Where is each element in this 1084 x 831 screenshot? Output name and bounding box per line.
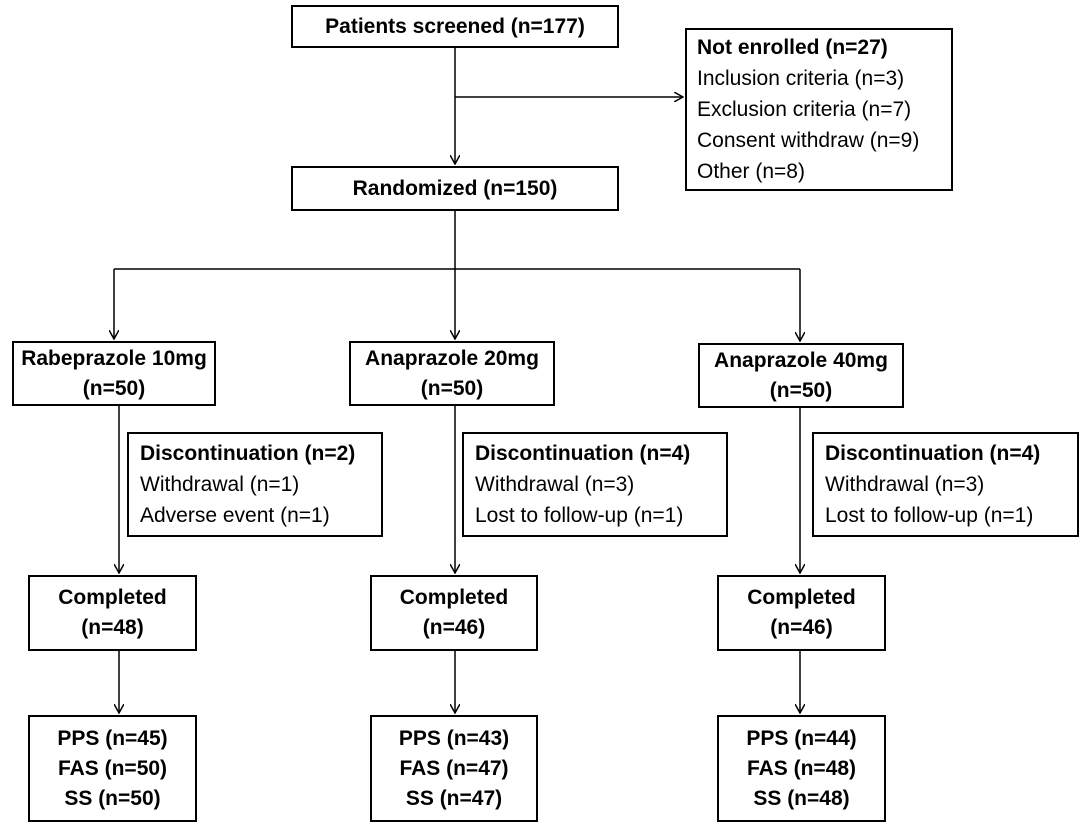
analysis-set: SS (n=50)	[64, 786, 161, 810]
randomized-box: Randomized (n=150)	[291, 166, 619, 211]
discontinuation-title: Discontinuation (n=4)	[825, 442, 1041, 465]
analysis-set: PPS (n=43)	[398, 726, 510, 750]
discontinuation-title: Discontinuation (n=4)	[475, 442, 691, 465]
completed-n: (n=46)	[770, 616, 833, 639]
discontinuation-reason: Lost to follow-up (n=1)	[475, 504, 684, 527]
analysis-set: PPS (n=44)	[746, 726, 857, 750]
discontinuation-reason: Withdrawal (n=3)	[825, 473, 985, 496]
not-enrolled-title: Not enrolled (n=27)	[697, 36, 888, 59]
arm-name: Rabeprazole 10mg	[21, 346, 207, 370]
arm-name: Anaprazole 20mg	[365, 346, 539, 370]
arm-box: Anaprazole 40mg (n=50)	[698, 343, 904, 408]
completed-box: Completed (n=48)	[28, 575, 197, 651]
screened-label: Patients screened (n=177)	[325, 14, 585, 38]
discontinuation-box: Discontinuation (n=4) Withdrawal (n=3) L…	[812, 432, 1079, 537]
not-enrolled-reason: Other (n=8)	[697, 160, 805, 183]
arm-name: Anaprazole 40mg	[714, 348, 888, 372]
completed-label: Completed	[399, 586, 509, 609]
analysis-set: FAS (n=48)	[746, 756, 857, 780]
completed-n: (n=48)	[81, 616, 144, 639]
discontinuation-reason: Adverse event (n=1)	[140, 504, 330, 527]
analysis-sets-box: PPS (n=44) FAS (n=48) SS (n=48)	[717, 715, 886, 822]
completed-box: Completed (n=46)	[370, 575, 538, 651]
analysis-set: FAS (n=50)	[57, 756, 168, 780]
randomized-label: Randomized (n=150)	[352, 176, 558, 200]
not-enrolled-box: Not enrolled (n=27) Inclusion criteria (…	[685, 28, 953, 191]
discontinuation-title: Discontinuation (n=2)	[140, 442, 356, 465]
discontinuation-reason: Withdrawal (n=3)	[475, 473, 635, 496]
not-enrolled-reason: Consent withdraw (n=9)	[697, 129, 920, 152]
analysis-set: SS (n=47)	[405, 786, 503, 810]
arm-box: Rabeprazole 10mg (n=50)	[12, 341, 216, 406]
completed-label: Completed	[58, 586, 167, 609]
discontinuation-box: Discontinuation (n=4) Withdrawal (n=3) L…	[462, 432, 728, 537]
discontinuation-reason: Lost to follow-up (n=1)	[825, 504, 1034, 527]
arm-box: Anaprazole 20mg (n=50)	[349, 341, 555, 406]
arm-n: (n=50)	[82, 376, 146, 400]
arm-n: (n=50)	[769, 378, 833, 402]
discontinuation-reason: Withdrawal (n=1)	[140, 473, 300, 496]
not-enrolled-reason: Exclusion criteria (n=7)	[697, 98, 912, 121]
completed-n: (n=46)	[422, 616, 486, 639]
completed-box: Completed (n=46)	[717, 575, 886, 651]
discontinuation-box: Discontinuation (n=2) Withdrawal (n=1) A…	[127, 432, 383, 537]
arm-n: (n=50)	[420, 376, 484, 400]
not-enrolled-reason: Inclusion criteria (n=3)	[697, 67, 905, 90]
analysis-set: SS (n=48)	[753, 786, 850, 810]
analysis-set: FAS (n=47)	[399, 756, 509, 780]
completed-label: Completed	[747, 586, 856, 609]
analysis-sets-box: PPS (n=43) FAS (n=47) SS (n=47)	[370, 715, 538, 822]
analysis-set: PPS (n=45)	[57, 726, 168, 750]
screened-box: Patients screened (n=177)	[291, 5, 619, 48]
analysis-sets-box: PPS (n=45) FAS (n=50) SS (n=50)	[28, 715, 197, 822]
